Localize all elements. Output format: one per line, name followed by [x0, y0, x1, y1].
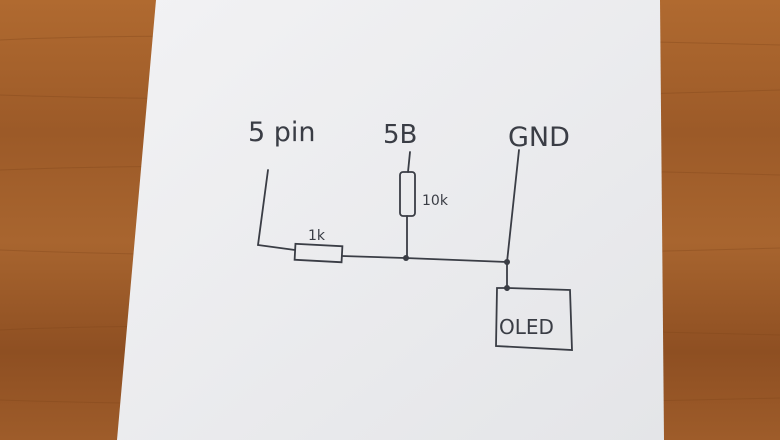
label-oled: OLED: [499, 315, 554, 339]
junction-dot: [504, 259, 510, 265]
junction-dot: [403, 255, 409, 261]
label-5-pin: 5 pin: [248, 117, 316, 148]
label-1k: 1k: [308, 228, 326, 244]
paper-sheet: [117, 0, 664, 440]
resistor-10k: [399, 171, 416, 217]
label-10k: 10k: [422, 193, 449, 209]
resistor-1k: [293, 242, 344, 264]
label-gnd: GND: [508, 122, 570, 153]
label-5b: 5B: [383, 120, 417, 150]
oled-box: [495, 287, 573, 351]
